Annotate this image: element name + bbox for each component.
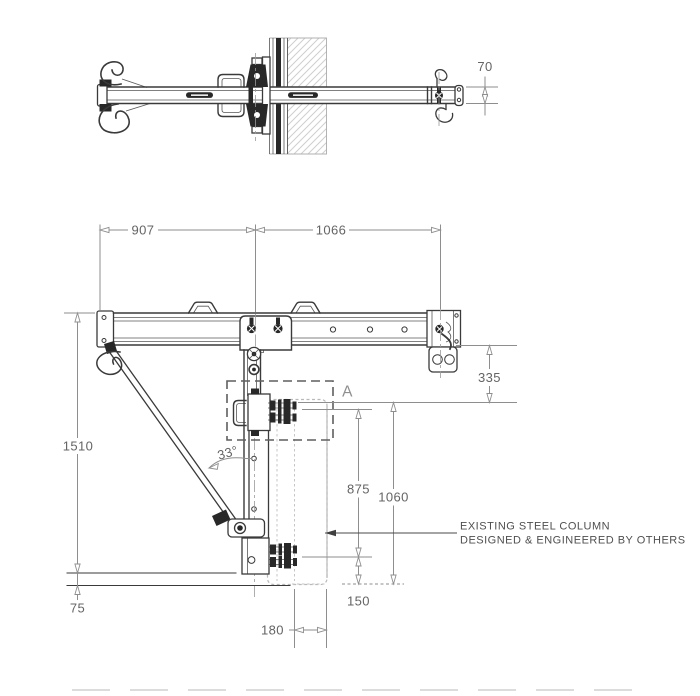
top-view-beam: [97, 86, 462, 105]
dimension-1510-75: 1510 75: [63, 311, 95, 616]
column-note: EXISTING STEEL COLUMN DESIGNED & ENGINEE…: [325, 521, 686, 547]
angle-33-annotation: 33°: [207, 443, 252, 470]
note-line-1: EXISTING STEEL COLUMN: [460, 521, 610, 533]
dimension-875: 875: [302, 407, 372, 559]
dim-180-label: 180: [261, 623, 284, 638]
dim-1066-label: 1066: [316, 223, 347, 238]
dimension-70: 70: [466, 59, 498, 116]
dim-70-label: 70: [477, 59, 492, 74]
dim-150-label: 150: [347, 594, 370, 609]
bottom-clamp-bolts: [269, 543, 297, 569]
bottom-clamp: [241, 531, 297, 575]
front-elevation-view: A 907 1066 1510 75: [63, 223, 686, 691]
ground-lines: [66, 572, 326, 586]
top-view: 70: [96, 37, 498, 155]
note-line-2: DESIGNED & ENGINEERED BY OTHERS: [460, 535, 686, 547]
dimension-335: 335: [298, 343, 517, 405]
elevation-centre-bracket: [239, 313, 293, 353]
dim-875-label: 875: [347, 482, 370, 497]
angle-33-label: 33°: [216, 443, 240, 463]
dim-1510-label: 1510: [63, 439, 94, 454]
top-view-left-clamp: [96, 61, 151, 134]
detail-a-box: [226, 380, 334, 441]
dimension-1060: 1060: [342, 400, 409, 586]
top-clamp-bolts: [268, 399, 297, 424]
dimension-180: 180: [261, 589, 329, 648]
detail-a-label: A: [342, 384, 353, 401]
dimension-150: 150: [347, 555, 370, 609]
dim-75-label: 75: [70, 601, 85, 616]
dim-1060-label: 1060: [378, 490, 409, 505]
dim-335-label: 335: [478, 370, 501, 385]
diagonal-brace: [96, 341, 266, 538]
dimension-907-1066: 907 1066: [98, 223, 443, 312]
dim-907-label: 907: [132, 223, 155, 238]
top-view-centre-bracket: [217, 53, 271, 141]
top-clamp: [232, 388, 297, 436]
top-view-right-clamp: [426, 69, 464, 127]
